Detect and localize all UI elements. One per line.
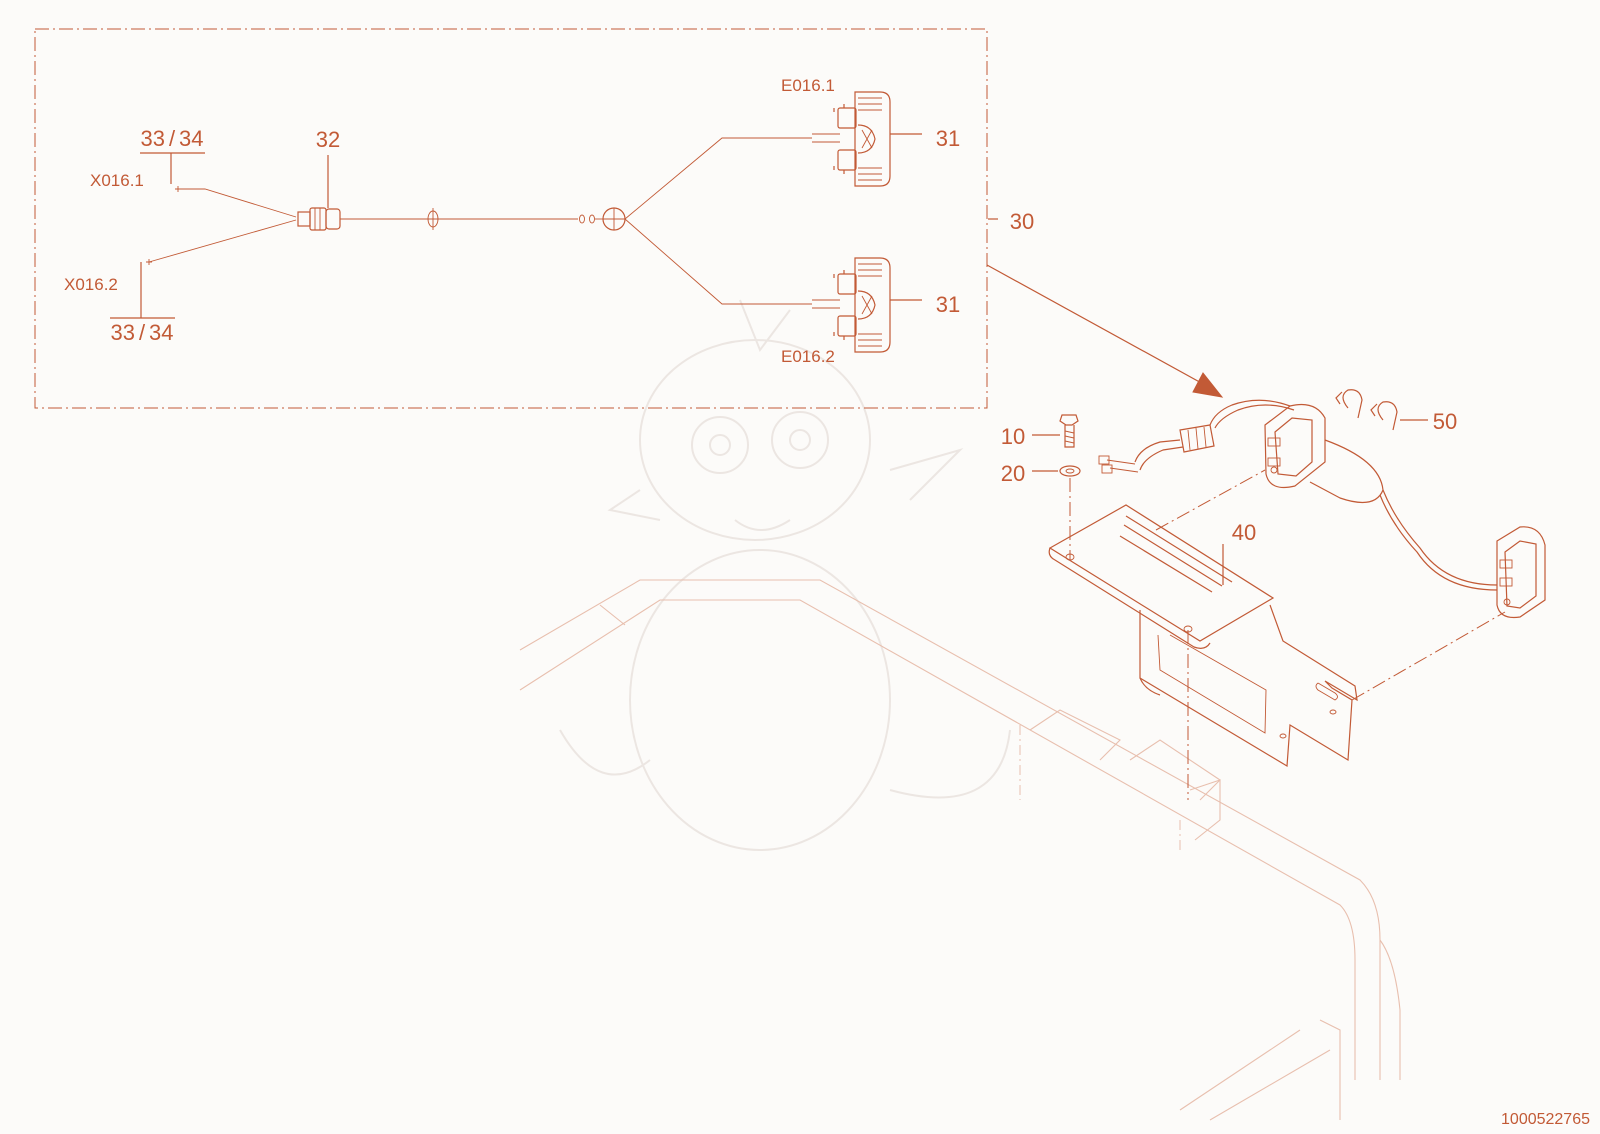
bolt-part (1032, 414, 1079, 448)
lamp-e016-1 (812, 91, 922, 187)
connector-label-x016-1: X016.1 (90, 171, 144, 190)
lamp-label-e016-1: E016.1 (781, 76, 835, 95)
sheet-reference-bottom: 33 / 34 (111, 320, 174, 345)
sheet-ref-top-sep: / (169, 126, 176, 151)
schematic-enclosure (34, 28, 988, 409)
callout-40: 40 (1232, 520, 1256, 545)
sheet-ref-top-a: 33 (141, 126, 165, 151)
cable-clips (1335, 389, 1428, 431)
bracket-part (1048, 504, 1358, 768)
callout-31-bottom: 31 (936, 292, 960, 317)
splice-connector (297, 207, 341, 231)
lamp-e016-2 (812, 257, 922, 353)
sheet-ref-bottom-a: 33 (111, 320, 135, 345)
callout-32: 32 (316, 127, 340, 152)
sheet-ref-bottom-sep: / (139, 320, 146, 345)
wiring-harness-schematic (110, 91, 998, 353)
sheet-ref-bottom-b: 34 (149, 320, 173, 345)
washer-part (1032, 465, 1081, 477)
lamp-harness-assembly (1098, 399, 1546, 619)
exploded-assembly (1032, 389, 1546, 800)
lamp-label-e016-2: E016.2 (781, 347, 835, 366)
sheet-ref-top-b: 34 (179, 126, 203, 151)
callout-30: 30 (1010, 209, 1034, 234)
callout-10: 10 (1001, 424, 1025, 449)
callout-50: 50 (1433, 409, 1457, 434)
vehicle-frame-outline (519, 579, 1401, 1121)
callout-31-top: 31 (936, 126, 960, 151)
connector-label-x016-2: X016.2 (64, 275, 118, 294)
callout-20: 20 (1001, 461, 1025, 486)
background-watermark (559, 299, 1011, 851)
document-number: 1000522765 (1501, 1111, 1590, 1128)
assembly-arrow (986, 264, 1224, 398)
sheet-reference-top: 33 / 34 (141, 126, 204, 151)
